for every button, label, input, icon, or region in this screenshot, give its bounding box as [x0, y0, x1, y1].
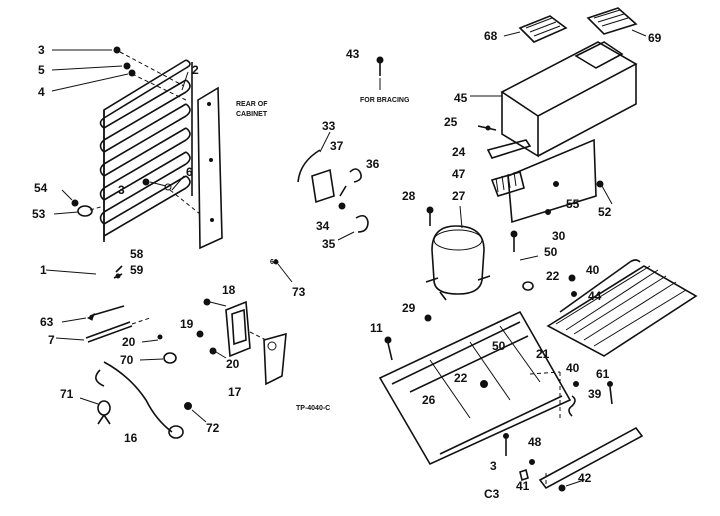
callout-16: 16 — [124, 431, 138, 445]
callout-25: 25 — [444, 115, 458, 129]
callout-21: 21 — [536, 347, 550, 361]
callout-71: 71 — [60, 387, 74, 401]
callout-26: 26 — [422, 393, 436, 407]
callout-68: 68 — [484, 29, 498, 43]
callout-11: 11 — [370, 321, 383, 335]
callout-72: 72 — [206, 421, 220, 435]
callout-44: 44 — [588, 289, 602, 303]
screw-72 — [184, 402, 207, 423]
callout-70: 70 — [120, 353, 134, 367]
callout-22: 22 — [546, 269, 560, 283]
callout-59: 59 — [130, 263, 144, 277]
relay-parts-19-20 — [196, 330, 227, 359]
note-rear-of-cabinet-2: CABINET — [236, 111, 268, 118]
bracing-screw-43 — [376, 56, 384, 90]
callout-61: 61 — [596, 367, 610, 381]
callout-50: 50 — [544, 245, 558, 259]
callout-1: 1 — [40, 263, 47, 277]
callout-43: 43 — [346, 47, 360, 61]
relay-bracket-18 — [203, 298, 251, 358]
bracket-54-53 — [53, 189, 105, 217]
lead-1 — [45, 269, 97, 275]
callout-7: 7 — [48, 333, 55, 347]
callout-55: 55 — [566, 197, 580, 211]
callout-2: 2 — [192, 63, 199, 77]
callout-20: 20 — [122, 335, 136, 349]
drain-pan-45 — [470, 41, 638, 158]
callout-73: 73 — [292, 285, 306, 299]
power-cord-16 — [79, 361, 184, 439]
base-frame-26 — [378, 310, 572, 466]
callout-54: 54 — [34, 181, 48, 195]
grille-69 — [586, 7, 647, 37]
callout-30: 30 — [552, 229, 566, 243]
callout-3: 3 — [38, 43, 45, 57]
callout-41: 41 — [516, 479, 530, 493]
callout-53: 53 — [32, 207, 46, 221]
callout-63: 63 — [40, 315, 54, 329]
callout-60: 60 — [270, 259, 278, 266]
callout-29: 29 — [402, 301, 416, 315]
callout-35: 35 — [322, 237, 336, 251]
callout-6: 6 — [186, 165, 193, 179]
callout-24: 24 — [452, 145, 466, 159]
callout-20: 20 — [226, 357, 240, 371]
screw-11 — [384, 336, 393, 361]
callout-40: 40 — [566, 361, 580, 375]
callout-33: 33 — [322, 119, 336, 133]
callout-17: 17 — [228, 385, 242, 399]
callout-50: 50 — [492, 339, 506, 353]
callout-22: 22 — [454, 371, 468, 385]
callout-52: 52 — [598, 205, 612, 219]
grille-68 — [503, 15, 568, 43]
callout-3: 3 — [118, 183, 125, 197]
mid-screw — [142, 175, 201, 215]
compressor-27 — [425, 205, 491, 301]
callout-27: 27 — [452, 189, 466, 203]
callout-42: 42 — [578, 471, 592, 485]
callout-39: 39 — [588, 387, 602, 401]
callout-40: 40 — [586, 263, 600, 277]
parts-40-39-61 — [568, 381, 613, 417]
callout-58: 58 — [130, 247, 144, 261]
callout-19: 19 — [180, 317, 194, 331]
tubes-63-7 — [55, 305, 151, 343]
grommet-20-70 — [139, 334, 177, 364]
drawing-number: TP-4040-C — [296, 405, 330, 412]
rear-cabinet-panel — [197, 86, 223, 250]
callout-37: 37 — [330, 139, 344, 153]
callout-45: 45 — [454, 91, 468, 105]
defrost-timer-assembly — [297, 131, 369, 241]
condenser-coil — [99, 59, 193, 242]
callout-3: 3 — [490, 459, 497, 473]
callout-69: 69 — [648, 31, 662, 45]
callout-47: 47 — [452, 167, 466, 181]
callout-36: 36 — [366, 157, 380, 171]
callout-18: 18 — [222, 283, 236, 297]
note-for-bracing: FOR BRACING — [360, 97, 410, 104]
fan-bracket-parts — [477, 125, 532, 197]
callout-48: 48 — [528, 435, 542, 449]
top-screws — [51, 46, 189, 101]
callout-4: 4 — [38, 85, 45, 99]
base-rail — [503, 426, 644, 492]
condenser-21 — [546, 259, 698, 357]
fan-shroud — [507, 138, 613, 224]
callout-28: 28 — [402, 189, 416, 203]
clip-58-59 — [113, 265, 123, 279]
callout-c3: C3 — [484, 487, 500, 501]
overload-17 — [249, 331, 287, 386]
callout-34: 34 — [316, 219, 330, 233]
grommets-right — [510, 230, 577, 297]
callout-5: 5 — [38, 63, 45, 77]
note-rear-of-cabinet-1: REAR OF — [236, 101, 268, 108]
screws-28-29 — [424, 206, 434, 322]
part-60-73 — [273, 259, 293, 283]
